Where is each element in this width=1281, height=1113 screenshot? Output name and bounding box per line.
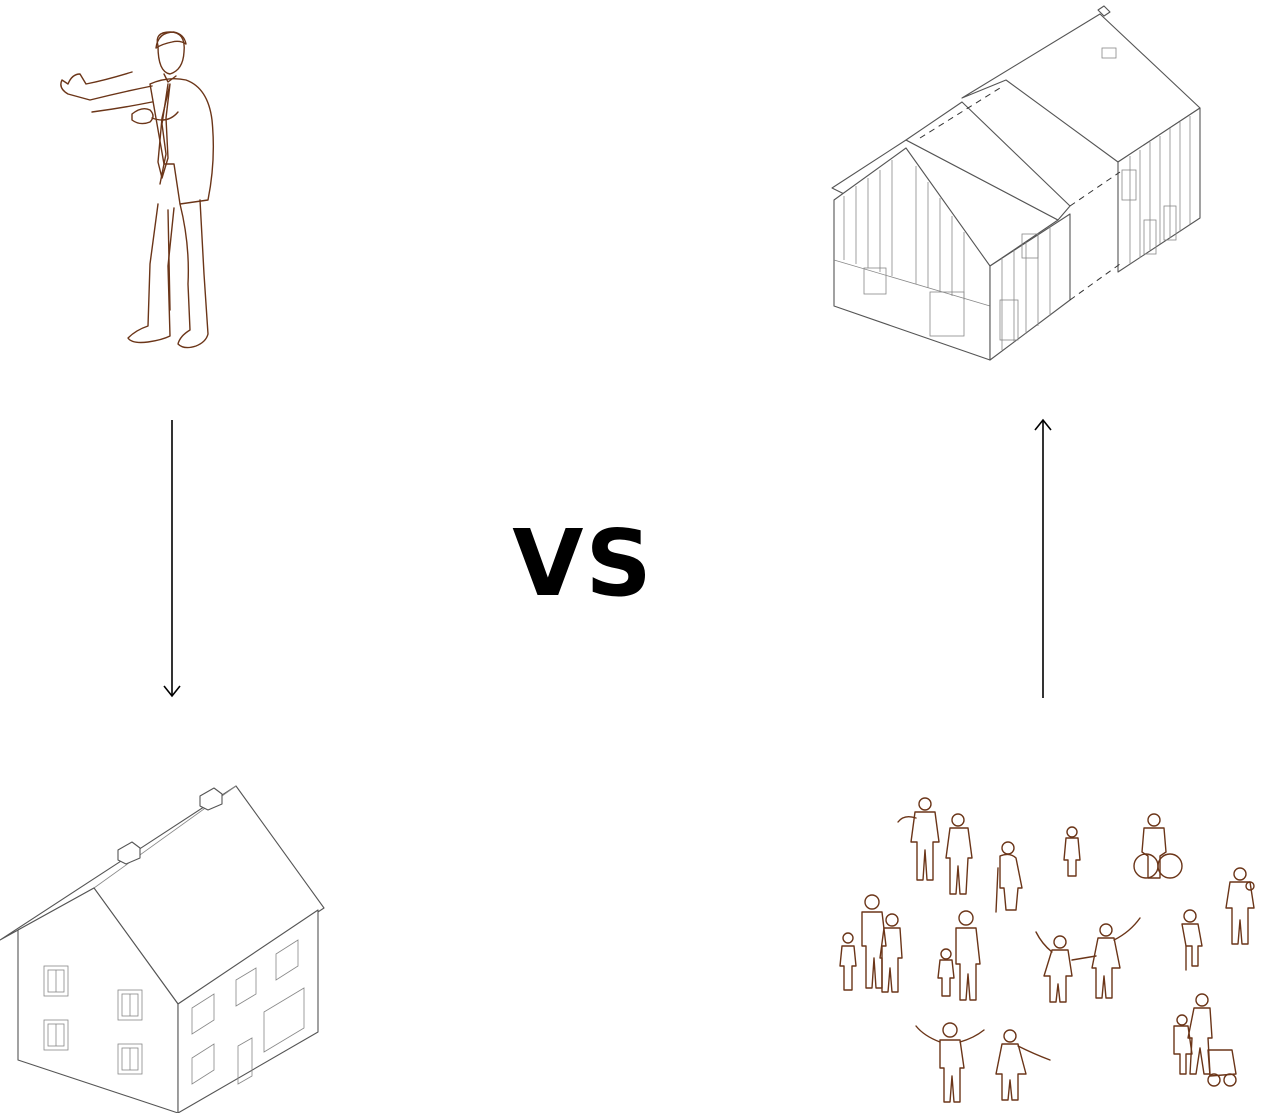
versus-label: VS [498,518,668,610]
arrow-down-icon [160,420,184,700]
up-arrow [1031,416,1055,698]
modular-house [830,10,1205,362]
down-arrow [160,420,184,700]
traditional-house [0,780,330,1113]
traditional-house-icon [0,780,330,1113]
community-people-icon [810,790,1260,1113]
modular-house-icon [830,10,1205,362]
presenting-man-icon [40,28,230,353]
arrow-up-icon [1031,416,1055,698]
developer-figure [40,28,230,353]
community-group [810,790,1260,1113]
